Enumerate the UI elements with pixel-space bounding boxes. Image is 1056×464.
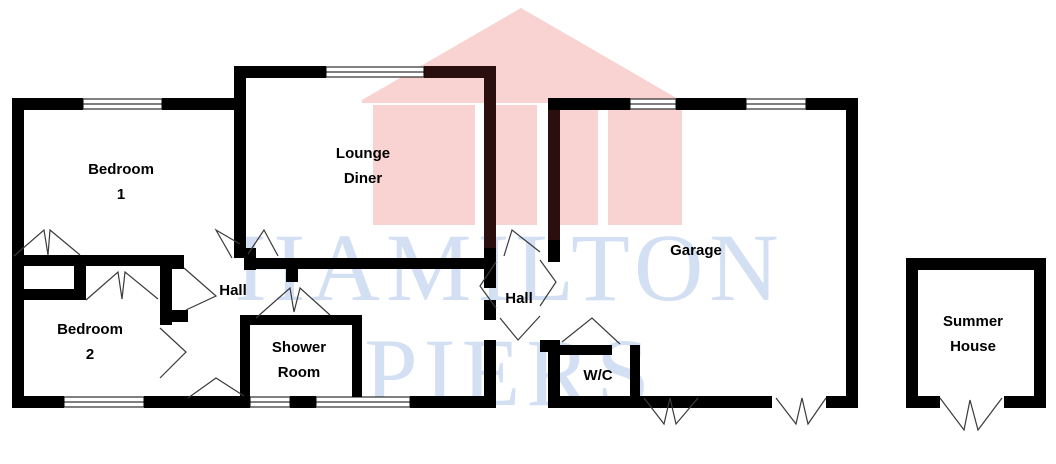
door <box>159 327 187 379</box>
wall-segment <box>560 345 612 355</box>
room-label-bedroom-2-line-1: Bedroom <box>57 321 123 338</box>
wall-segment <box>630 345 640 397</box>
wall-segment <box>160 310 188 322</box>
door <box>561 317 621 345</box>
door <box>255 286 331 319</box>
wall-segment <box>548 396 640 408</box>
wall-segment <box>74 255 86 300</box>
wall-segment <box>144 396 192 408</box>
wall-segment <box>906 258 1046 270</box>
door <box>214 228 241 259</box>
doors <box>13 228 1003 432</box>
wall-segment <box>484 248 496 262</box>
door <box>775 397 827 426</box>
wall-segment <box>1004 396 1046 408</box>
wall-segment <box>240 315 362 325</box>
watermark: HAMILTON PIERS <box>235 214 778 426</box>
window <box>745 98 807 110</box>
wall-segment <box>172 255 184 269</box>
wall-segment <box>548 98 630 110</box>
wall-segment <box>484 262 496 288</box>
room-labels: Bedroom 1 Bedroom 2 Lounge Diner Hall Sh… <box>57 145 1003 384</box>
house-logo <box>362 8 682 225</box>
wall-segment <box>244 248 256 270</box>
wall-segment <box>548 240 560 262</box>
watermark-line-2: PIERS <box>364 319 655 426</box>
wall-segment <box>86 255 172 266</box>
door <box>539 259 557 307</box>
room-label-summer-house-line-2: House <box>950 338 996 355</box>
wall-segment <box>12 98 24 300</box>
wall-segment <box>1034 258 1046 408</box>
door <box>643 397 699 426</box>
door <box>939 397 1003 432</box>
window <box>249 396 291 408</box>
room-label-lounge-diner-line-1: Lounge <box>336 145 390 162</box>
wall-segment <box>12 98 83 110</box>
wall-segment <box>548 340 560 408</box>
door <box>503 228 541 257</box>
room-label-hall-left: Hall <box>219 282 247 299</box>
door <box>479 261 497 309</box>
wall-segment <box>240 315 250 403</box>
wall-segment <box>846 98 858 408</box>
wall-segment <box>906 258 918 408</box>
wall-segment <box>484 340 496 408</box>
wall-segment <box>12 396 64 408</box>
room-label-bedroom-2-line-2: 2 <box>86 346 94 363</box>
wall-segment <box>700 396 772 408</box>
wall-segment <box>906 396 940 408</box>
wall-segment <box>352 315 362 403</box>
wall-segment <box>484 66 496 260</box>
wall-segment <box>640 396 700 408</box>
walls <box>12 66 1046 408</box>
window <box>82 98 163 110</box>
door <box>13 228 81 257</box>
room-label-shower-room-line-1: Shower <box>272 339 326 356</box>
door <box>499 315 541 341</box>
door <box>187 377 245 399</box>
door <box>85 270 159 301</box>
room-label-bedroom-1-line-1: Bedroom <box>88 161 154 178</box>
wall-segment <box>424 66 496 78</box>
window <box>325 66 425 78</box>
wall-segment <box>410 396 496 408</box>
room-label-bedroom-1-line-2: 1 <box>117 186 125 203</box>
door <box>183 267 218 311</box>
room-label-shower-room-line-2: Room <box>278 364 321 381</box>
wall-segment <box>246 258 290 269</box>
room-label-lounge-diner-line-2: Diner <box>344 170 383 187</box>
wall-segment <box>12 300 24 408</box>
window <box>315 396 411 408</box>
room-label-wc: W/C <box>583 367 612 384</box>
door <box>247 228 279 257</box>
window <box>63 396 145 408</box>
wall-segment <box>290 396 316 408</box>
wall-segment <box>234 66 326 78</box>
wall-segment <box>484 300 496 320</box>
room-label-summer-house-line-1: Summer <box>943 313 1003 330</box>
wall-segment <box>290 258 356 269</box>
wall-segment <box>676 98 746 110</box>
room-label-hall-right: Hall <box>505 290 533 307</box>
wall-segment <box>184 396 250 408</box>
wall-segment <box>548 98 560 250</box>
room-label-garage: Garage <box>670 242 722 259</box>
window <box>629 98 677 110</box>
wall-segment <box>234 66 246 258</box>
wall-segment <box>24 255 86 266</box>
wall-segment <box>806 98 858 110</box>
wall-segment <box>826 396 858 408</box>
wall-segment <box>356 258 486 269</box>
wall-segment <box>12 289 86 300</box>
wall-segment <box>162 98 234 110</box>
wall-segment <box>160 255 172 325</box>
